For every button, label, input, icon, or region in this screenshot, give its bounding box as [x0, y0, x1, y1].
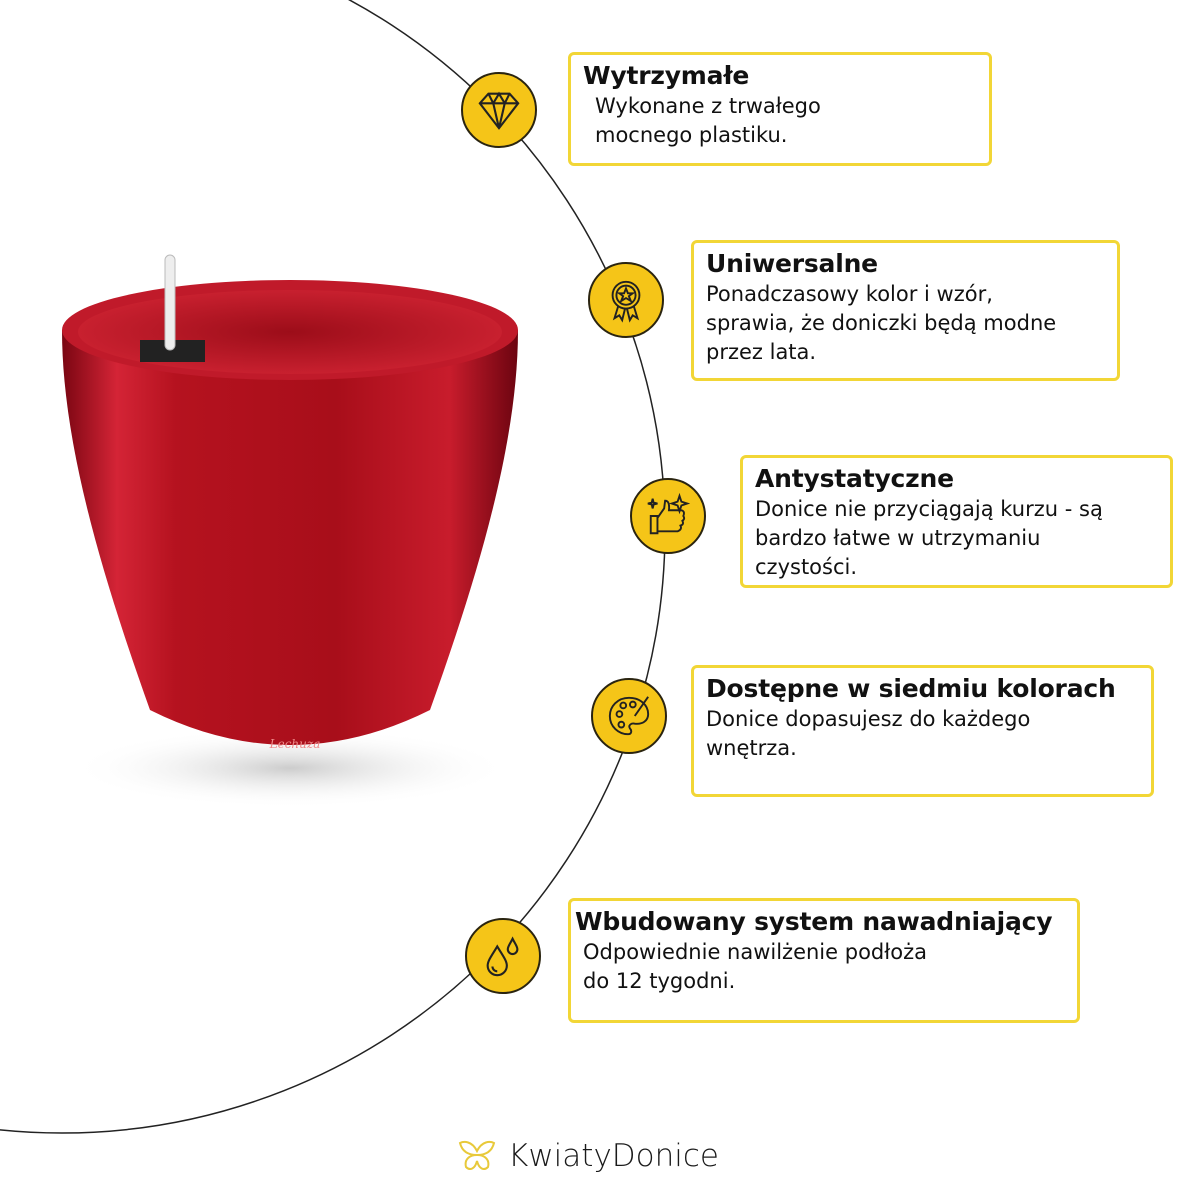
brand-mark: Lechuza	[269, 737, 321, 751]
feature-card: Wytrzymałe Wykonane z trwałego mocnego pl…	[568, 52, 992, 166]
butterfly-icon	[458, 1141, 496, 1170]
feature-text: do 12 tygodni.	[583, 969, 736, 993]
feature-title: Antystatyczne	[755, 464, 954, 493]
feature-title: Wbudowany system nawadniający	[575, 907, 1053, 936]
feature-card: Uniwersalne Ponadczasowy kolor i wzór, sp…	[691, 240, 1120, 381]
sparkle-thumbs-up-icon	[630, 478, 706, 554]
award-medal-icon	[588, 262, 664, 338]
palette-icon	[591, 678, 667, 754]
brand-logo: KwiatyDonice	[458, 1138, 719, 1174]
feature-title: Dostępne w siedmiu kolorach	[706, 674, 1116, 703]
feature-text: czystości.	[755, 555, 858, 579]
logo-text: KwiatyDonice	[508, 1138, 720, 1174]
feature-text: mocnego plastiku.	[595, 123, 788, 147]
feature-text: Donice nie przyciągają kurzu - są	[755, 497, 1103, 521]
feature-text: Ponadczasowy kolor i wzór,	[706, 282, 993, 306]
feature-title: Uniwersalne	[706, 249, 878, 278]
feature-text: Wykonane z trwałego	[595, 94, 821, 118]
red-planter-image: Lechuza	[62, 254, 518, 808]
feature-text: przez lata.	[706, 340, 817, 364]
feature-card: Antystatyczne Donice nie przyciągają kur…	[740, 455, 1173, 588]
feature-card: Wbudowany system nawadniający Odpowiedni…	[568, 898, 1080, 1023]
feature-text: bardzo łatwe w utrzymaniu	[755, 526, 1041, 550]
water-drops-icon	[465, 918, 541, 994]
feature-text: Donice dopasujesz do każdego	[706, 707, 1031, 731]
feature-text: sprawia, że doniczki będą modne	[706, 311, 1057, 335]
feature-card: Dostępne w siedmiu kolorach Donice dopas…	[691, 665, 1154, 797]
feature-text: wnętrza.	[706, 736, 797, 760]
feature-title: Wytrzymałe	[583, 61, 750, 90]
diamond-icon	[461, 72, 537, 148]
feature-text: Odpowiednie nawilżenie podłoża	[583, 940, 927, 964]
